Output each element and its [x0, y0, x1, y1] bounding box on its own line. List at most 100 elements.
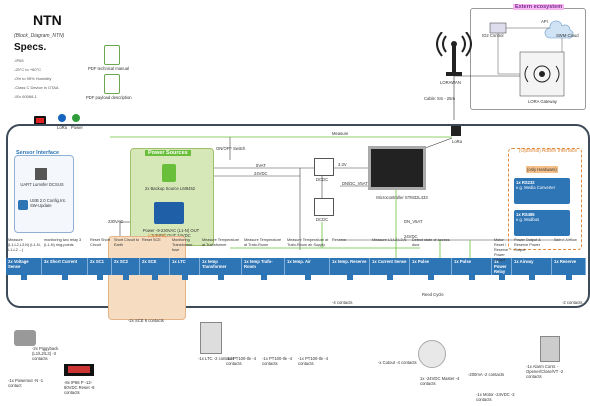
spec-item: -25°C to +60°C	[14, 67, 42, 72]
module-connector	[387, 275, 393, 280]
dcdc-label: DCDC	[316, 177, 329, 182]
display-screen-icon	[68, 366, 90, 373]
rs232-name: 1x RS232	[516, 180, 535, 185]
power-title: Power Sources	[145, 150, 191, 156]
rs485-desc: e.g. Modbus	[516, 217, 540, 222]
doc-link[interactable]: PDF technical manual	[88, 66, 129, 71]
module-description: Monitoring Transformer fuse	[172, 238, 193, 252]
bottom-item-label: -x Cutout -4 contacts	[378, 360, 417, 365]
module-block[interactable]: 1x Reserve	[552, 258, 586, 275]
module-connector	[347, 275, 353, 280]
spec-item: -IEx 60068-1	[14, 94, 37, 99]
ac-label: 230VAC	[108, 219, 124, 224]
power-label: Power -9-230VAC (L1-N) OUT 3.3VDC OUT 24…	[142, 228, 200, 238]
module-connector	[97, 275, 103, 280]
uart-label: UART Lumsfer DCSUS	[20, 182, 64, 187]
module-connector	[499, 275, 505, 280]
uart-icon	[35, 168, 47, 180]
module-description: Power Output & Reserve Power Output	[514, 238, 541, 252]
module-block[interactable]: 1x temp Transformer	[200, 258, 242, 275]
extern-title: Extern ecosystem	[513, 4, 565, 10]
module-connector	[428, 275, 434, 280]
power-supply-icon	[154, 202, 184, 224]
voltage-label: DN/DC_V5AT	[342, 181, 368, 186]
module-description: Reserve	[332, 238, 347, 242]
module-block[interactable]: 1x Airway	[512, 258, 552, 275]
lora-chip-icon	[451, 126, 461, 136]
module-block[interactable]: 2x Voltage Sense	[6, 258, 42, 275]
module-block[interactable]: 3x Short Current	[42, 258, 88, 275]
bottom-item-label: -1x LTC -2 contacts	[198, 356, 235, 361]
module-connector	[566, 275, 572, 280]
module-block[interactable]: 2x SCE	[140, 258, 170, 275]
cloud-label: SWM-Cloud	[556, 33, 579, 38]
module-block[interactable]: 1x temp. Reserve	[330, 258, 370, 275]
reed-label: Reed Cycle	[422, 292, 444, 297]
module-bus-bar	[6, 258, 586, 275]
module-description: Short Circuit to Earth	[114, 238, 140, 247]
module-description: Motor Reset / Reserve Power Output	[494, 238, 509, 262]
dcdc-converter-icon	[314, 198, 334, 216]
module-block[interactable]: 2x SC2	[112, 258, 140, 275]
module-connector	[469, 275, 475, 280]
dcdc-label: DCDC	[316, 217, 329, 222]
lorawan-label: LORAWAN	[440, 80, 461, 85]
module-description: Measure (L1,L2,L3,N) (L1-N, L1-L2 ...)	[8, 238, 41, 252]
module-block[interactable]: 1x temp. Air	[285, 258, 330, 275]
dcdc-converter-icon	[314, 158, 334, 176]
module-block[interactable]: 1x LTC	[170, 258, 200, 275]
module-block[interactable]: 1x Pulse	[452, 258, 492, 275]
switch-indicator	[36, 118, 44, 123]
voltage-label: 3.3V	[338, 162, 347, 167]
bottom-item-label: -1x PT100-Ile -4 contacts	[226, 356, 257, 366]
optional-label: (Optional)	[148, 233, 167, 238]
module-description: Measure Temperature at Transformer	[202, 238, 240, 247]
module-description: Reset SCE	[142, 238, 161, 242]
lamp-label: LoRa	[57, 125, 68, 130]
bottom-item-label: -4 contacts	[332, 300, 353, 305]
measure-label: Measure	[332, 131, 349, 136]
breaker-icon	[200, 322, 222, 354]
power-led-icon	[72, 114, 80, 122]
lamp-label: Power	[71, 125, 83, 130]
lora-led-icon	[58, 114, 66, 122]
usb-icon	[18, 200, 28, 210]
module-block[interactable]: 1x Pulse	[410, 258, 452, 275]
module-block[interactable]: 1x temp Trafo-Room	[242, 258, 285, 275]
rs485-module[interactable]: 1x RS485 e.g. Modbus	[514, 210, 570, 236]
cable-label: Cable: 5m - 25m	[424, 96, 455, 101]
bottom-item-label: -8x IP66 P -12-80VDC Reset -8 contacts	[64, 380, 95, 395]
module-connector	[152, 275, 158, 280]
module-connector	[123, 275, 129, 280]
module-block[interactable]: 1x Current Sense	[370, 258, 410, 275]
usb-label: USB 2.0 Config.Int. SW-Update	[30, 198, 66, 208]
module-connector	[260, 275, 267, 280]
pdf-document-icon[interactable]	[104, 45, 120, 65]
addon-interface-panel	[508, 148, 582, 250]
module-description: Measure Temperature at Trafo-Room	[244, 238, 282, 247]
bottom-item-label: -2x Piggyback (L1/L2/L3) -3 contacts	[32, 346, 59, 361]
pdf-document-icon[interactable]	[104, 74, 120, 94]
rs485-name: 1x RS485	[516, 212, 535, 217]
bottom-item-label: -1x PT100-Ile -4 contacts	[298, 356, 329, 366]
bottom-item-label: -200mA -2 contacts	[468, 372, 505, 377]
iot-control-label: IO2 Control	[482, 33, 504, 38]
module-connector	[21, 275, 27, 280]
voltage-label: 24VDC	[404, 234, 418, 239]
bottom-item-label: -1x PT100-Ile -4 contacts	[262, 356, 293, 366]
motor-icon	[418, 340, 446, 368]
switch-device-icon	[540, 336, 560, 362]
module-block[interactable]: 1x Power Relay	[492, 258, 512, 275]
antenna-icon	[436, 32, 472, 76]
bottom-item-label: 1x -24VDC Master -4 contacts	[420, 376, 460, 386]
module-connector	[62, 275, 68, 280]
sensor-title: Sensor Interface	[16, 150, 60, 156]
addon-hardware: (only Hardware)	[526, 166, 558, 173]
rs232-module[interactable]: 1x RS232 e.g. Media Converter	[514, 178, 570, 204]
doc-link[interactable]: PDF payload description	[86, 95, 132, 100]
optional-panel	[108, 236, 186, 320]
module-description: Detect state of access-door	[412, 238, 451, 247]
spec-item: -0% to 95% Humidity	[14, 76, 52, 81]
module-block[interactable]: 2x SC1	[88, 258, 112, 275]
